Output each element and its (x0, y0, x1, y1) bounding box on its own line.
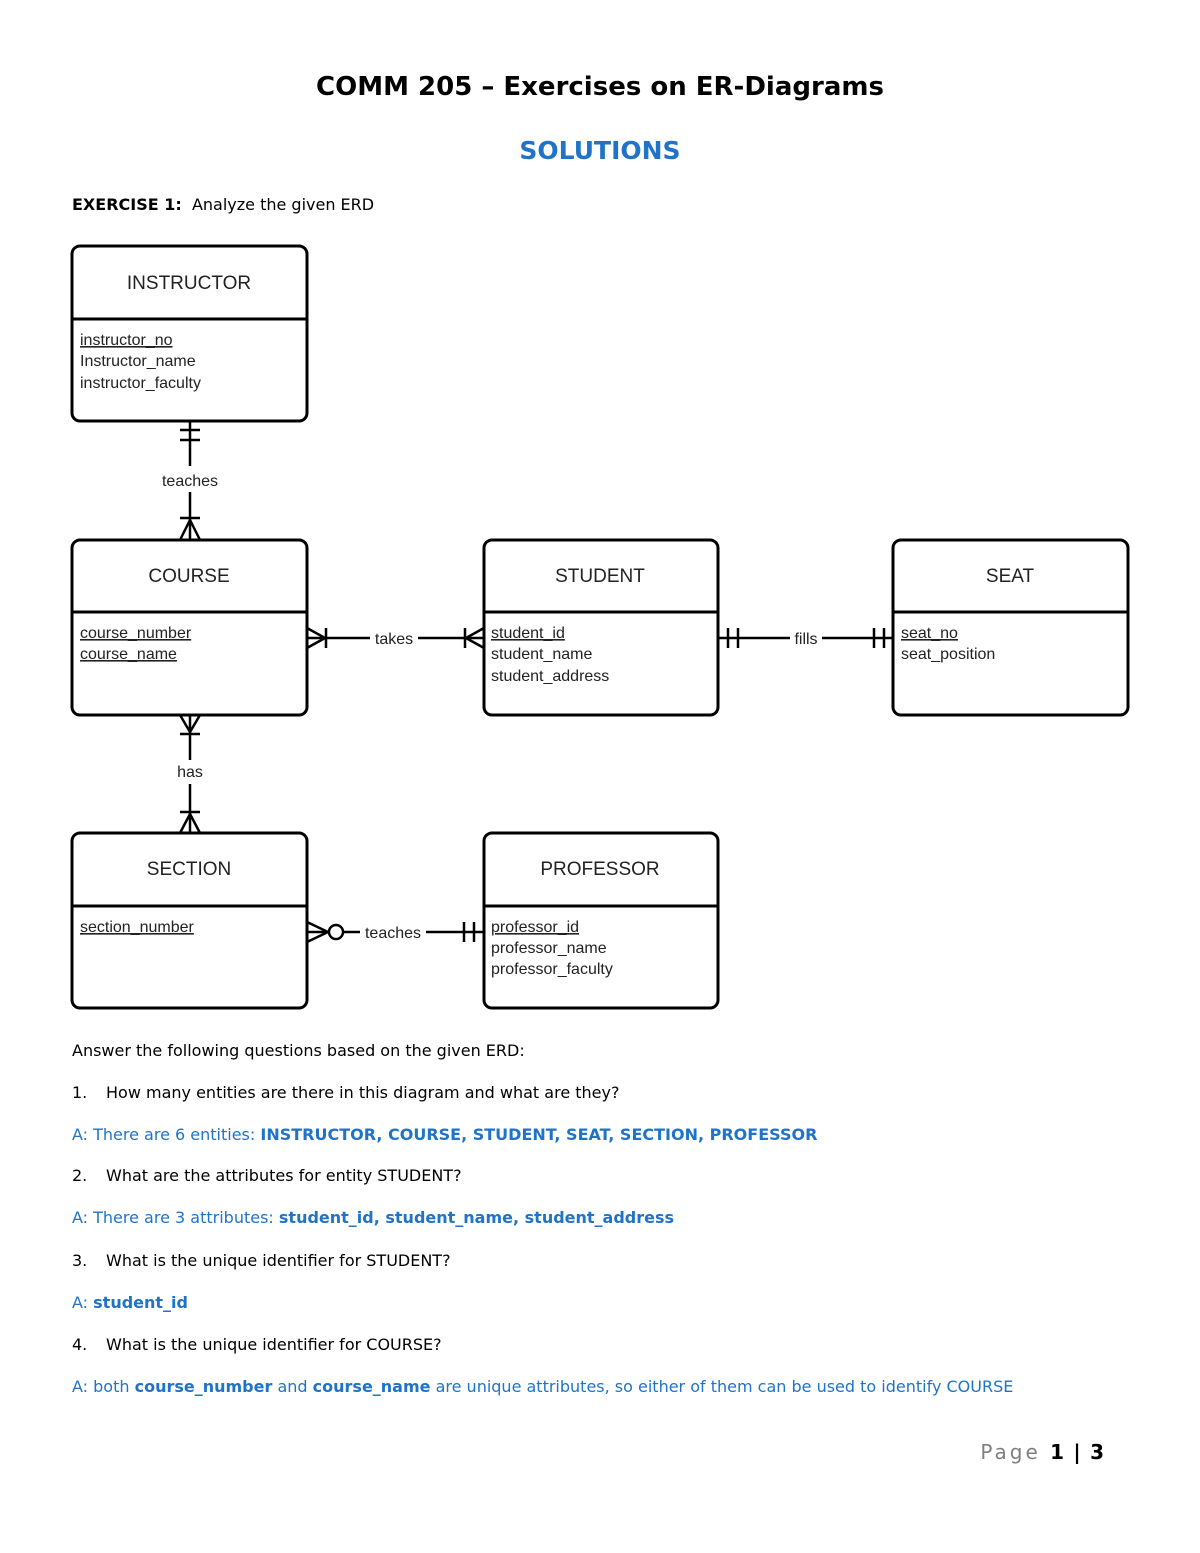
question-number: 3. (72, 1251, 88, 1270)
attribute-primary-key: course_number (80, 625, 192, 642)
question-3: 3. What is the unique identifier for STUD… (72, 1251, 1142, 1270)
answer-text: A: (72, 1293, 94, 1312)
seat-entity-title: SEAT (986, 566, 1035, 587)
page-total: 3 (1090, 1440, 1104, 1464)
attribute: professor_faculty (491, 961, 613, 978)
attribute: instructor_faculty (80, 375, 201, 392)
answer-emphasis: student_id (93, 1293, 188, 1312)
question-text: What are the attributes for entity STUDE… (106, 1166, 462, 1185)
attribute: Instructor_name (80, 353, 196, 370)
attribute-primary-key: professor_id (491, 919, 579, 936)
answer-text: A: There are 3 attributes: (72, 1208, 279, 1227)
student-entity-box (482, 538, 720, 717)
seat-entity-box (891, 538, 1130, 717)
relationship-label: teaches (162, 473, 218, 490)
question-2: 2. What are the attributes for entity STU… (72, 1166, 1142, 1185)
section-entity-title: SECTION (147, 859, 231, 880)
answer-emphasis: course_name (312, 1377, 431, 1396)
er-diagram: INSTRUCTOR COURSE STUDENT SEAT SECTION P… (70, 244, 1130, 1010)
question-text: How many entities are there in this diag… (106, 1083, 620, 1102)
relationship-label: fills (794, 631, 817, 648)
relationship-label: has (177, 764, 203, 781)
questions-intro: Answer the following questions based on … (72, 1041, 525, 1060)
exercise-label: EXERCISE 1: (72, 195, 182, 214)
page-title: COMM 205 – Exercises on ER-Diagrams (316, 72, 884, 102)
attribute: professor_name (491, 940, 607, 957)
attribute-primary-key: section_number (80, 919, 195, 936)
page-word: Page (980, 1440, 1041, 1464)
attribute-primary-key: instructor_no (80, 332, 173, 349)
professor-entity-title: PROFESSOR (540, 859, 659, 880)
page-number: 1 (1050, 1440, 1065, 1464)
attribute: student_address (491, 668, 609, 685)
student-entity-title: STUDENT (555, 566, 645, 587)
question-1: 1. How many entities are there in this di… (72, 1083, 1142, 1102)
question-number: 2. (72, 1166, 88, 1185)
question-number: 1. (72, 1083, 88, 1102)
answer-emphasis: INSTRUCTOR, COURSE, STUDENT, SEAT, SECTI… (260, 1125, 818, 1144)
answer-text: are unique attributes, so either of them… (430, 1377, 1014, 1396)
professor-entity-box (482, 831, 720, 1010)
attribute: student_name (491, 646, 593, 663)
question-text: What is the unique identifier for COURSE… (106, 1335, 442, 1354)
relationship-label: takes (375, 631, 413, 648)
attribute-primary-key: course_name (80, 646, 177, 663)
question-4: 4. What is the unique identifier for COUR… (72, 1335, 1142, 1354)
instructor-entity-title: INSTRUCTOR (127, 273, 251, 294)
question-number: 4. (72, 1335, 88, 1354)
exercise-text: Analyze the given ERD (191, 195, 375, 214)
exercise-heading: EXERCISE 1: Analyze the given ERD (72, 195, 374, 214)
answer-4: A: both course_number and course_name ar… (72, 1377, 1142, 1396)
page-subtitle: SOLUTIONS (519, 136, 681, 165)
answer-text: and (272, 1377, 313, 1396)
answer-text: A: both (72, 1377, 135, 1396)
attribute-primary-key: seat_no (901, 625, 958, 642)
answer-2: A: There are 3 attributes: student_id, s… (72, 1208, 1142, 1227)
answer-1: A: There are 6 entities: INSTRUCTOR, COU… (72, 1125, 1142, 1144)
answer-emphasis: student_id, student_name, student_addres… (278, 1208, 675, 1227)
attribute-primary-key: student_id (491, 625, 565, 642)
question-text: What is the unique identifier for STUDEN… (106, 1251, 451, 1270)
page-footer: Page 1 | 3 (980, 1440, 1104, 1464)
answer-emphasis: course_number (134, 1377, 273, 1396)
page-separator: | (1073, 1440, 1081, 1464)
answer-3: A: student_id (72, 1293, 1142, 1312)
attribute: seat_position (901, 646, 995, 663)
relationship-label: teaches (365, 925, 421, 942)
answer-text: A: There are 6 entities: (72, 1125, 261, 1144)
course-entity-title: COURSE (148, 566, 229, 587)
